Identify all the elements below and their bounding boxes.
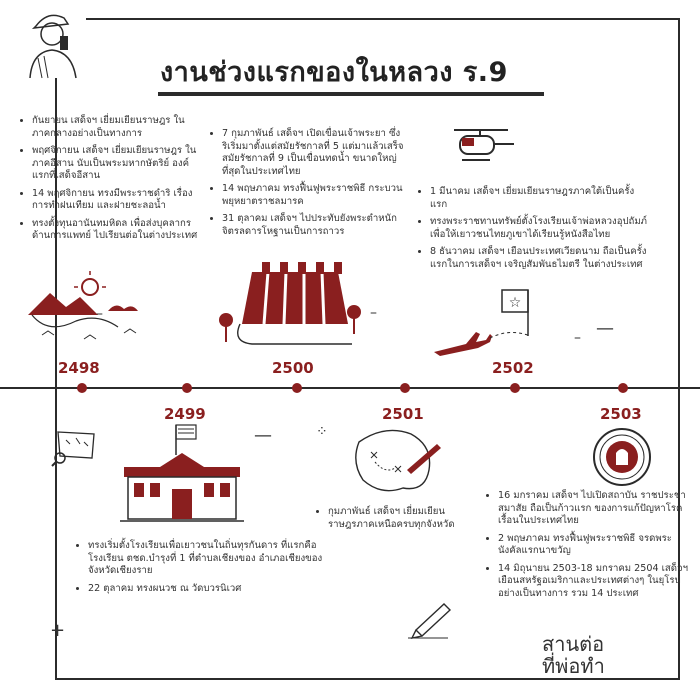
event-item: กันยายน เสด็จฯ เยี่ยมเยียนราษฎร ในภาคกลา… xyxy=(32,115,200,140)
events-2502: 1 มีนาคม เสด็จฯ เยี่ยมเยียนราษฎรภาคใต้เป… xyxy=(420,186,650,276)
map-icon xyxy=(51,431,95,467)
year-label: 2502 xyxy=(492,359,534,377)
events-2498: กันยายน เสด็จฯ เยี่ยมเยียนราษฎร ในภาคกลา… xyxy=(22,115,200,248)
event-item: ทรงเริ่มตั้งโรงเรียนเพื่อเยาวชนในถิ่นทุร… xyxy=(88,540,328,578)
event-item: 31 ตุลาคม เสด็จฯ ไปประทับยังพระตำหนัก จิ… xyxy=(222,213,412,238)
reporter-icon xyxy=(18,6,86,79)
timeline-dot xyxy=(510,383,520,393)
event-item: 14 มิถุนายน 2503-18 มกราคม 2504 เสด็จฯ เ… xyxy=(498,563,688,601)
seal-icon xyxy=(593,428,651,486)
logo-line-2: ที่พ่อทำ xyxy=(542,654,605,678)
logo-line-1: สานต่อ xyxy=(542,632,605,656)
timeline-axis xyxy=(0,387,700,389)
plus-decoration: + xyxy=(50,620,66,641)
spark-decoration: ⁘ xyxy=(316,424,328,440)
year-label: 2498 xyxy=(58,359,100,377)
event-item: ทรงตั้งทุนอานันทมหิดล เพื่อส่งบุคลากรด้า… xyxy=(32,218,200,243)
title-underline xyxy=(158,92,544,96)
svg-text:☆: ☆ xyxy=(509,295,522,311)
timeline-dot xyxy=(292,383,302,393)
timeline-dot xyxy=(182,383,192,393)
events-2501: กุมภาพันธ์ เสด็จฯ เยี่ยมเยียน ราษฎรภาคเห… xyxy=(318,506,468,536)
year-label: 2500 xyxy=(272,359,314,377)
content-frame xyxy=(55,18,680,680)
event-item: พฤศจิกายน เสด็จฯ เยี่ยมเยียนราษฎร ในภาคอ… xyxy=(32,145,200,183)
brand-logo: สานต่อ ที่พ่อทำ xyxy=(542,633,662,677)
events-2499: ทรงเริ่มตั้งโรงเรียนเพื่อเยาวชนในถิ่นทุร… xyxy=(78,540,328,600)
event-item: 14 พฤศจิกายน ทรงมีพระราชดำริ เรื่องการทำ… xyxy=(32,188,200,213)
event-item: ทรงพระราชทานทรัพย์ตั้งโรงเรียนเจ้าพ่อหลว… xyxy=(430,216,650,241)
school-icon xyxy=(120,424,244,522)
year-label: 2503 xyxy=(600,405,642,423)
dash-decoration: — xyxy=(254,425,272,446)
event-item: 7 กุมภาพันธ์ เสด็จฯ เปิดเขื่อนเจ้าพระยา … xyxy=(222,128,412,178)
dash-decoration: — xyxy=(596,318,614,339)
event-item: 1 มีนาคม เสด็จฯ เยี่ยมเยียนราษฎรภาคใต้เป… xyxy=(430,186,650,211)
event-item: กุมภาพันธ์ เสด็จฯ เยี่ยมเยียน ราษฎรภาคเห… xyxy=(328,506,468,531)
event-item: 8 ธันวาคม เสด็จฯ เยือนประเทศเวียดนาม ถือ… xyxy=(430,246,650,271)
event-item: 2 พฤษภาคม ทรงฟื้นฟูพระราชพิธี จรดพระนังค… xyxy=(498,533,688,558)
airplane-icon xyxy=(434,332,531,356)
dash-decoration: – xyxy=(96,306,103,322)
dash-decoration: – xyxy=(370,305,377,321)
pencil-icon xyxy=(408,603,452,639)
event-item: 16 มกราคม เสด็จฯ ไปเปิดสถาบัน ราชประชาสม… xyxy=(498,490,688,528)
timeline-dot xyxy=(618,383,628,393)
event-item: 22 ตุลาคม ทรงผนวช ณ วัดบวรนิเวศ xyxy=(88,583,328,596)
flag-target-icon: ☆ xyxy=(501,289,529,336)
event-item: 14 พฤษภาคม ทรงฟื้นฟูพระราชพิธี กระบวนพยุ… xyxy=(222,183,412,208)
helicopter-icon xyxy=(454,129,514,161)
events-2500: 7 กุมภาพันธ์ เสด็จฯ เปิดเขื่อนเจ้าพระยา … xyxy=(212,128,412,243)
timeline-dot xyxy=(400,383,410,393)
timeline-dot xyxy=(77,383,87,393)
year-label: 2501 xyxy=(382,405,424,423)
events-2503: 16 มกราคม เสด็จฯ ไปเปิดสถาบัน ราชประชาสม… xyxy=(488,490,688,605)
dam-icon xyxy=(219,262,361,345)
mountains-icon xyxy=(28,271,138,340)
year-label: 2499 xyxy=(164,405,206,423)
page-title: งานช่วงแรกของในหลวง ร.9 xyxy=(160,57,508,88)
treasure-map-icon xyxy=(355,429,441,492)
dash-decoration: – xyxy=(574,330,581,346)
